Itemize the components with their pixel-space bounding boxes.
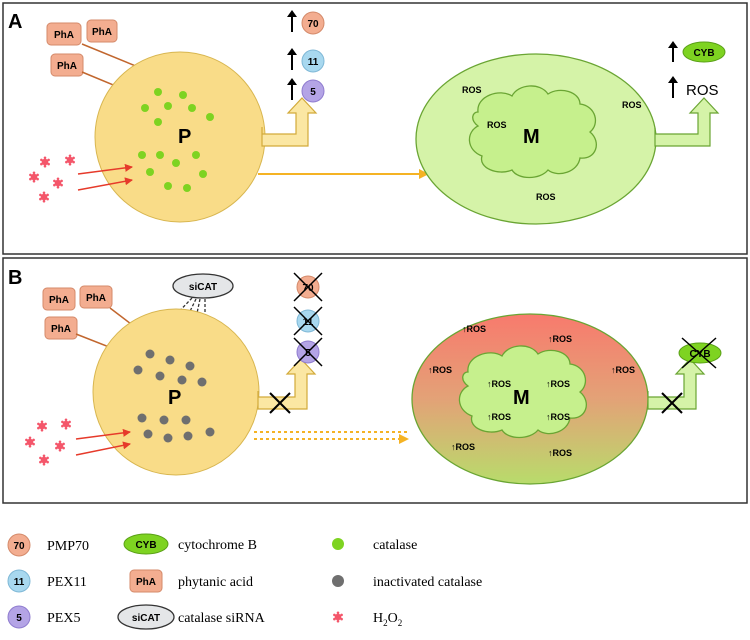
sicat-label: siCAT — [189, 282, 217, 293]
ros-label: ↑ROS — [462, 324, 486, 334]
cyb-crossed: CYB — [678, 337, 722, 369]
svg-text:PhA: PhA — [136, 577, 156, 588]
svg-text:PMP70: PMP70 — [47, 539, 89, 554]
legend: 70 PMP70 11 PEX11 5 PEX5 CYB cytochrome … — [7, 533, 482, 630]
svg-text:PEX5: PEX5 — [47, 611, 80, 626]
h2o2-arrow — [77, 163, 133, 175]
svg-text:70: 70 — [13, 541, 25, 552]
ros-label: ROS — [487, 120, 507, 130]
mitochondrion-label: M — [513, 387, 530, 409]
svg-text:5: 5 — [16, 613, 22, 624]
legend-pex5: 5 PEX5 — [7, 605, 80, 629]
legend-sicat: siCAT catalase siRNA — [117, 604, 266, 630]
svg-text:siCAT: siCAT — [132, 613, 160, 624]
peroxisome — [92, 308, 260, 476]
h2o2-arrow — [75, 428, 131, 440]
peroxisome-label: P — [168, 387, 181, 409]
svg-text:inactivated catalase: inactivated catalase — [373, 575, 482, 590]
pmp70-crossed: 70 — [293, 272, 323, 302]
peroxisome-label: P — [178, 126, 191, 148]
panel-b-letter: B — [8, 267, 22, 289]
svg-text:70: 70 — [307, 19, 319, 30]
pha-label: PhA — [57, 61, 77, 72]
ros-label: ROS — [622, 100, 642, 110]
svg-text:PhA: PhA — [49, 295, 69, 306]
ros-label: ↑ROS — [546, 412, 570, 422]
ros-up: ROS — [668, 76, 719, 99]
svg-text:PhA: PhA — [51, 324, 71, 335]
legend-inactive-catalase: inactivated catalase — [332, 575, 482, 590]
pex5-up: 5 — [287, 78, 325, 103]
svg-text:catalase: catalase — [373, 538, 417, 553]
block-cross — [661, 392, 683, 414]
ros-label: ROS — [462, 85, 482, 95]
legend-catalase: catalase — [332, 538, 417, 553]
h2o2-arrow — [75, 441, 131, 456]
svg-text:11: 11 — [303, 317, 314, 328]
mitochondrion — [468, 85, 597, 179]
block-cross — [269, 392, 291, 414]
pex11-crossed: 11 — [293, 306, 323, 336]
mitochondrion — [458, 345, 587, 439]
h2o2-arrow — [77, 177, 133, 191]
pha-box: PhA — [42, 287, 76, 311]
ros-label: ↑ROS — [611, 365, 635, 375]
ros-label: ROS — [536, 192, 556, 202]
ros-label: ↑ROS — [548, 334, 572, 344]
legend-pmp70: 70 PMP70 — [7, 533, 89, 557]
panel-b: B PhA PhA PhA siCAT P — [2, 257, 748, 504]
legend-pha: PhA phytanic acid — [129, 569, 253, 593]
svg-text:5: 5 — [310, 87, 316, 98]
svg-text:H2O2: H2O2 — [373, 611, 402, 628]
ros-label: ↑ROS — [428, 365, 452, 375]
svg-text:PEX11: PEX11 — [47, 575, 87, 590]
inactive-catalase-dots — [133, 349, 215, 443]
panel-a: A PhA PhA PhA P — [2, 2, 748, 255]
legend-pex11: 11 PEX11 — [7, 569, 87, 593]
pha-box: PhA — [79, 285, 113, 309]
ros-up-label: ROS — [686, 82, 719, 99]
svg-text:11: 11 — [308, 57, 319, 68]
svg-text:11: 11 — [14, 577, 25, 588]
legend-h2o2: H2O2 — [333, 611, 402, 628]
pex5-crossed: 5 — [293, 337, 323, 367]
pha-box: PhA — [50, 53, 84, 77]
ros-label: ↑ROS — [546, 379, 570, 389]
pha-box: PhA — [44, 316, 78, 340]
cyb-label: CYB — [693, 48, 714, 59]
ros-label: ↑ROS — [451, 442, 475, 452]
svg-text:PhA: PhA — [86, 293, 106, 304]
legend-cyb: CYB cytochrome B — [123, 533, 257, 555]
svg-text:CYB: CYB — [135, 540, 156, 551]
upregulation-arrow — [261, 97, 318, 147]
svg-text:phytanic acid: phytanic acid — [178, 575, 253, 590]
h2o2-icon — [333, 611, 343, 623]
ros-label: ↑ROS — [487, 412, 511, 422]
svg-text:cytochrome B: cytochrome B — [178, 538, 257, 553]
cyb-up: CYB — [668, 41, 726, 63]
svg-text:catalase siRNA: catalase siRNA — [178, 611, 266, 626]
upregulation-arrow — [654, 97, 720, 147]
pex11-up: 11 — [287, 48, 325, 73]
ros-label: ↑ROS — [548, 448, 572, 458]
pha-box: PhA — [46, 22, 82, 46]
panel-a-letter: A — [8, 11, 22, 33]
svg-text:70: 70 — [302, 283, 314, 294]
catalase-dots — [138, 88, 214, 192]
sicat-badge: siCAT — [172, 273, 234, 299]
svg-text:5: 5 — [305, 348, 311, 359]
mitochondrion-label: M — [523, 126, 540, 148]
pha-box: PhA — [86, 19, 118, 43]
pha-label: PhA — [92, 27, 112, 38]
pmp70-up: 70 — [287, 10, 325, 35]
pha-label: PhA — [54, 30, 74, 41]
ros-label: ↑ROS — [487, 379, 511, 389]
